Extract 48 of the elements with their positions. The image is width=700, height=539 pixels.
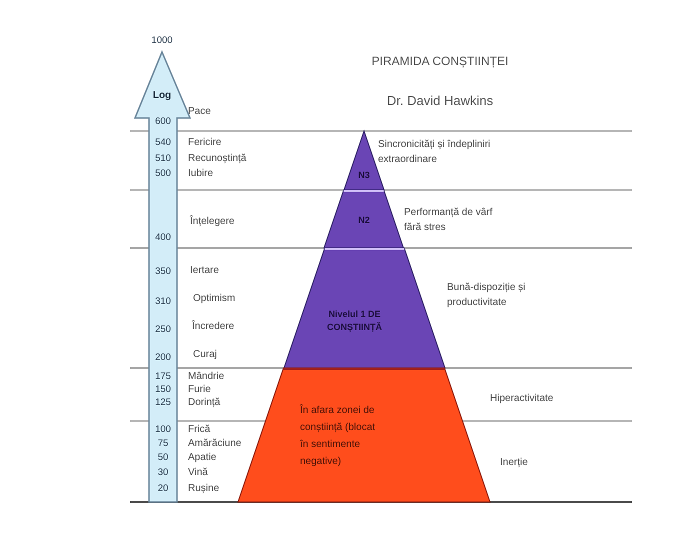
scale-label: Log: [152, 90, 172, 102]
scale-value: 175: [155, 371, 171, 383]
emotion-label: Amărăciune: [188, 438, 242, 450]
emotion-label: Curaj: [193, 349, 217, 361]
emotion-label: Frică: [188, 424, 210, 436]
scale-value: 510: [155, 153, 171, 165]
level-description: Sincronicități și îndepliniri extraordinare: [378, 138, 492, 167]
tier-label: N3: [357, 169, 371, 182]
scale-value: 75: [158, 438, 168, 450]
tier-label: Nivelul 1 DE CONȘTIINȚĂ: [326, 308, 383, 334]
subtitle: Dr. David Hawkins: [386, 95, 494, 107]
emotion-label: Fericire: [188, 137, 222, 149]
emotion-label: Pace: [188, 106, 211, 118]
scale-value: 250: [155, 324, 171, 336]
emotion-label: Apatie: [188, 452, 216, 464]
level-description: Bună-dispoziție și productivitate: [447, 281, 526, 310]
emotion-label: Înțelegere: [190, 216, 234, 228]
emotion-label: Furie: [188, 384, 211, 396]
scale-value: 500: [155, 168, 171, 180]
emotion-label: Încredere: [192, 321, 234, 333]
emotion-label: Vină: [188, 467, 208, 479]
tier-label: În afara zonei de conștiință (blocat în sentimente negative): [300, 403, 376, 469]
scale-value: 600: [155, 116, 171, 128]
scale-value: 50: [158, 452, 168, 464]
scale-value: 400: [155, 232, 171, 244]
level-description: Inerție: [500, 456, 528, 470]
scale-value: 30: [158, 467, 168, 479]
scale-value: 125: [155, 397, 171, 409]
emotion-label: Recunoștință: [188, 153, 246, 165]
scale-value: 310: [155, 296, 171, 308]
scale-value: 20: [158, 483, 168, 495]
level-description: Performanță de vârf fără stres: [404, 206, 494, 235]
emotion-label: Rușine: [188, 483, 220, 495]
pyramid-tier: [324, 190, 404, 248]
emotion-label: Iubire: [188, 168, 214, 180]
scale-value: 350: [155, 266, 171, 278]
scale-value: 150: [155, 384, 171, 396]
scale-value: 1000: [151, 35, 173, 47]
emotion-label: Iertare: [190, 265, 219, 277]
scale-value: 540: [155, 137, 171, 149]
level-description: Hiperactivitate: [490, 392, 554, 406]
scale-value: 100: [155, 424, 171, 436]
diagram-title: PIRAMIDA CONȘTIINȚEI: [372, 55, 508, 67]
tier-label: N2: [357, 214, 371, 227]
emotion-label: Mândrie: [188, 371, 224, 383]
emotion-label: Dorință: [188, 397, 220, 409]
emotion-label: Optimism: [193, 293, 236, 305]
scale-value: 200: [155, 352, 171, 364]
